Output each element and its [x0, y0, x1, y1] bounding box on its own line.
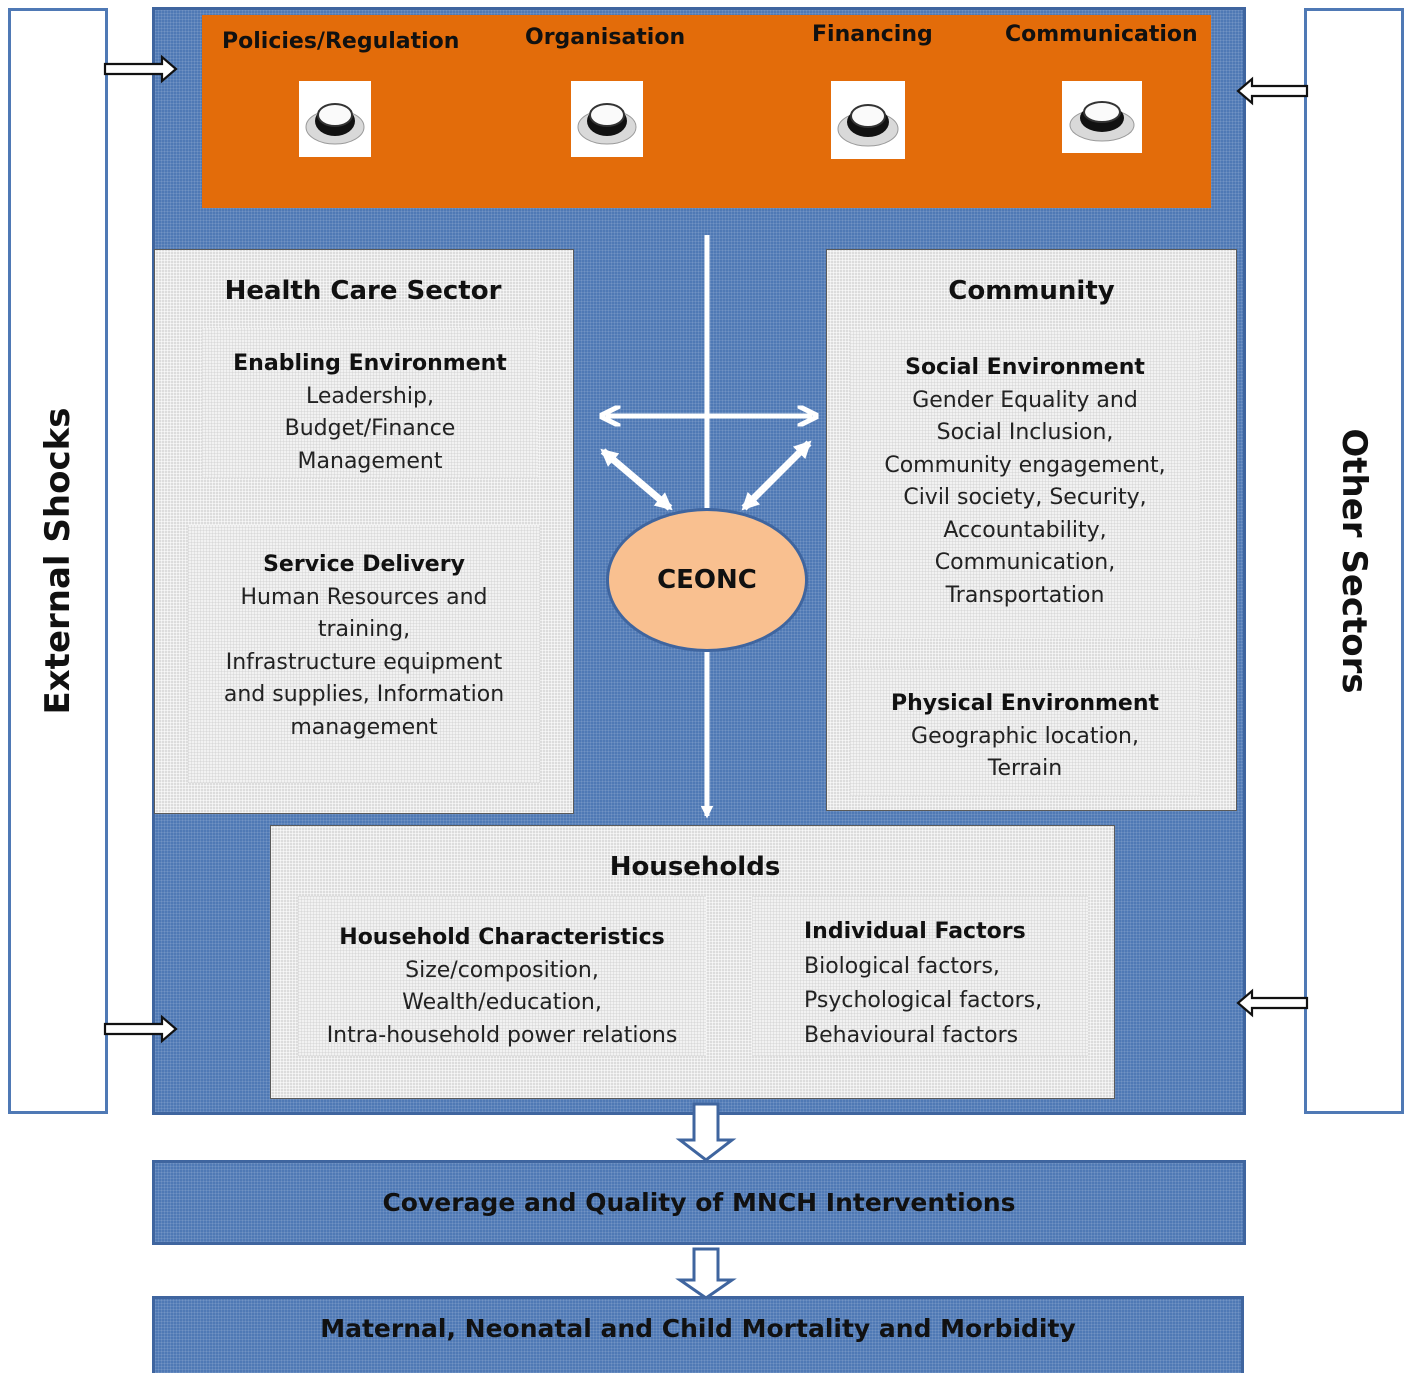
ceonc-label: CEONC [657, 565, 757, 595]
individual-factors-line: Behavioural factors [804, 1022, 1019, 1048]
coverage-quality-bar: Coverage and Quality of MNCH Interventio… [152, 1160, 1246, 1245]
lever-label-organisation: Organisation [525, 25, 686, 50]
households-title: Households [609, 852, 781, 882]
social-line: Communication, [934, 550, 1116, 575]
social-line: Civil society, Security, [903, 485, 1147, 510]
enabling-line: Management [297, 448, 443, 474]
service-heading: Service Delivery [263, 552, 465, 577]
individual-factors-line: Psychological factors, [804, 988, 1043, 1013]
individual-factors-line: Biological factors, [804, 953, 1000, 979]
lever-label-policies: Policies/Regulation [222, 29, 460, 54]
physical-heading: Physical Environment [890, 691, 1160, 716]
dial-knob-icon [1062, 81, 1142, 153]
service-delivery-box: Service Delivery Human Resources and tra… [188, 525, 540, 783]
physical-line: Geographic location, [911, 723, 1139, 749]
household-characteristics-heading: Household Characteristics [339, 925, 665, 950]
service-line: management [290, 714, 438, 740]
social-line: Social Inclusion, [936, 420, 1114, 445]
enabling-heading: Enabling Environment [233, 351, 507, 376]
social-heading: Social Environment [905, 355, 1145, 380]
social-line: Accountability, [943, 517, 1107, 543]
dial-knob-icon [571, 81, 643, 157]
coverage-quality-label: Coverage and Quality of MNCH Interventio… [382, 1188, 1016, 1217]
social-line: Transportation [945, 582, 1105, 608]
service-line: and supplies, Information [223, 682, 505, 707]
community-title: Community [948, 276, 1115, 306]
household-characteristics-box: Household Characteristics Size/compositi… [298, 896, 706, 1056]
lever-label-communication: Communication [1005, 22, 1198, 47]
health-care-title: Health Care Sector [224, 276, 502, 306]
other-sectors-bar: Other Sectors [1304, 8, 1404, 1114]
physical-line: Terrain [987, 756, 1063, 781]
service-line: Human Resources and [240, 584, 488, 610]
physical-environment-box: Physical Environment Geographic location… [850, 668, 1200, 796]
household-characteristics-line: Size/composition, [405, 957, 599, 983]
dial-knob-icon [299, 81, 371, 157]
individual-factors-box: Individual Factors Biological factors, P… [752, 896, 1088, 1056]
dial-knob-icon [831, 81, 905, 159]
enabling-environment-box: Enabling Environment Leadership, Budget/… [202, 328, 538, 478]
service-line: training, [317, 617, 411, 642]
social-line: Community engagement, [884, 452, 1166, 478]
social-environment-box: Social Environment Gender Equality and S… [850, 330, 1200, 638]
service-line: Infrastructure equipment [225, 649, 503, 675]
mortality-morbidity-label: Maternal, Neonatal and Child Mortality a… [320, 1314, 1076, 1343]
household-characteristics-line: Intra-household power relations [326, 1022, 678, 1048]
household-characteristics-line: Wealth/education, [402, 990, 602, 1015]
enabling-line: Leadership, [306, 383, 434, 409]
mortality-morbidity-bar: Maternal, Neonatal and Child Mortality a… [152, 1296, 1244, 1373]
ceonc-node: CEONC [606, 508, 808, 652]
social-line: Gender Equality and [912, 387, 1138, 413]
individual-factors-heading: Individual Factors [804, 919, 1026, 944]
enabling-line: Budget/Finance [284, 416, 456, 441]
external-shocks-bar: External Shocks [8, 8, 108, 1114]
lever-label-financing: Financing [812, 22, 933, 47]
